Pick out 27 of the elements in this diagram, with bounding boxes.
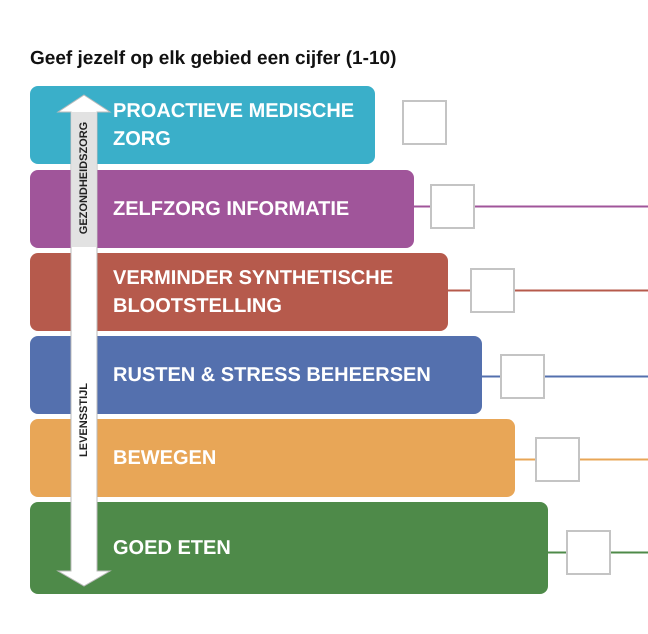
bar-label: BEWEGEN <box>113 446 216 471</box>
connector-line <box>448 290 470 292</box>
bar-label: GOED ETEN <box>113 536 231 561</box>
connector-line <box>548 552 566 554</box>
connector-line <box>482 376 500 378</box>
score-box <box>430 184 475 229</box>
axis-label: LEVENSSTIJL <box>78 383 90 457</box>
title: Geef jezelf op elk gebied een cijfer (1-10) <box>30 48 396 70</box>
connector-line <box>580 458 648 460</box>
score-box <box>566 530 611 575</box>
connector-line <box>414 206 430 208</box>
score-box <box>500 354 545 399</box>
axis-label: GEZONDHEIDSZORG <box>78 122 90 234</box>
connector-line <box>515 290 648 292</box>
category-bar <box>30 253 448 331</box>
connector-line <box>611 552 648 554</box>
connector-line <box>545 376 648 378</box>
category-bar <box>30 502 548 594</box>
bar-label: ZELFZORG INFORMATIE <box>113 197 350 222</box>
bar-label: VERMINDER SYNTHETISCHE BLOOTSTELLING <box>113 266 394 319</box>
score-box <box>535 437 580 482</box>
bar-label: PROACTIEVE MEDISCHE ZORG <box>113 99 356 152</box>
connector-line <box>515 458 535 460</box>
bar-label: RUSTEN & STRESS BEHEERSEN <box>113 363 431 388</box>
connector-line <box>475 206 648 208</box>
score-box <box>470 268 515 313</box>
score-box <box>402 100 447 145</box>
